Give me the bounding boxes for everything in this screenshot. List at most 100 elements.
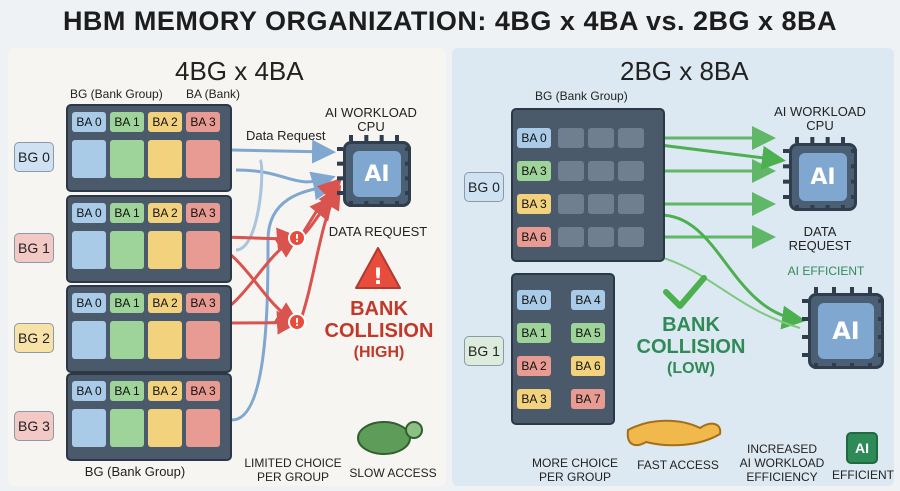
left-bank-cell [110, 409, 144, 447]
right-cpu-label: CPU [806, 118, 834, 133]
green-request-arrow [659, 143, 786, 170]
chip-pin [851, 179, 857, 184]
warning-icon-mark: ! [373, 265, 383, 290]
chip-pin [878, 299, 884, 303]
chip-pin [364, 201, 369, 207]
left-bank-cell [186, 321, 220, 359]
right-g0-cell [558, 194, 584, 214]
fast-access-label: FAST ACCESS [637, 458, 719, 472]
chip-pin [810, 137, 815, 143]
left-bank-cell [186, 140, 220, 178]
left-bank-cell [148, 409, 182, 447]
chip-pin [841, 205, 845, 211]
chip-pin [783, 179, 789, 184]
chip-pin [783, 164, 789, 169]
right-g1-bank-left: BA 0 [517, 290, 551, 310]
chip-pin [783, 195, 789, 199]
left-bank-cell [110, 231, 144, 269]
slow-access-label: SLOW ACCESS [349, 466, 437, 480]
bank-collision-low-label: BANK [662, 314, 720, 336]
chip-pin [405, 191, 411, 195]
increased-label: INCREASED [746, 442, 817, 456]
bank-collision-high-label: BANK [350, 298, 408, 320]
right-g0-cell [558, 128, 584, 148]
right-g0-cell [588, 227, 614, 247]
left-bank-header: BA 3 [186, 293, 220, 313]
chip-pin [802, 317, 808, 321]
left-heading: 4BG x 4BA [175, 56, 304, 86]
right-g1-bank-right: BA 6 [571, 356, 605, 376]
right-g0-cell [618, 227, 644, 247]
left-bank-cell [72, 140, 106, 178]
collision-point [288, 229, 306, 247]
chip-pin [802, 353, 808, 357]
check-icon [663, 275, 707, 309]
right-heading: 2BG x 8BA [620, 56, 749, 86]
chip-pin [825, 137, 830, 143]
right-g0-cell [558, 161, 584, 181]
right-ai-chip-2: AI [808, 293, 884, 369]
left-cpu-label: CPU [357, 119, 385, 134]
chip-pin [814, 363, 818, 369]
collision-level-high: (HIGH) [353, 344, 405, 361]
right-ai-chip: AI [789, 143, 857, 211]
left-bank-cell [148, 140, 182, 178]
left-bank-header: BA 0 [72, 203, 106, 223]
right-g0-bank: BA 0 [517, 128, 551, 148]
right-g0-cell [618, 128, 644, 148]
chip-pin [841, 137, 845, 143]
left-bg-label-3: BG 3 [14, 411, 54, 441]
more-choice-label: MORE CHOICE [531, 456, 618, 470]
chip-pin [878, 317, 884, 321]
right-g1-bank-left: BA 2 [517, 356, 551, 376]
page-title: HBM MEMORY ORGANIZATION: 4BG x 4BA vs. 2… [62, 6, 838, 36]
chip-pin [810, 205, 815, 211]
right-bg-legend: BG (Bank Group) [535, 89, 628, 103]
green-request-arrow [659, 213, 806, 330]
chip-pin [337, 176, 343, 181]
data-request-arrow [231, 176, 338, 422]
left-bank-cell [72, 321, 106, 359]
right-request-label: REQUEST [788, 238, 852, 253]
left-ai-chip-label: AI [353, 151, 401, 197]
left-bank-cell [148, 231, 182, 269]
collision-point-mark: ! [294, 316, 299, 329]
efficient-label: EFFICIENT [832, 468, 894, 482]
left-bank-header: BA 2 [148, 203, 182, 223]
left-bank-header: BA 1 [110, 293, 144, 313]
left-bank-header: BA 2 [148, 112, 182, 132]
left-bank-cell [186, 231, 220, 269]
chip-pin [814, 287, 818, 293]
left-bank-header: BA 1 [110, 203, 144, 223]
right-data-label: DATA [803, 224, 837, 239]
chip-pin [868, 287, 872, 293]
collision-word-right: COLLISION [636, 336, 746, 358]
right-g1-bank-left: BA 1 [517, 323, 551, 343]
chip-pin [795, 205, 799, 211]
left-bank-header: BA 0 [72, 293, 106, 313]
ai-efficient-badge: AI [846, 432, 878, 464]
chip-pin [379, 201, 384, 207]
left-bank-header: BA 2 [148, 381, 182, 401]
efficiency-label: EFFICIENCY [746, 470, 818, 484]
right-g0-cell [588, 161, 614, 181]
chip-pin [802, 335, 808, 339]
cheetah-icon [626, 419, 722, 447]
right-g0-bank: BA 3 [517, 194, 551, 214]
right-g1-bank-left: BA 3 [517, 389, 551, 409]
collision-point [288, 313, 306, 331]
right-ai-chip-2-label: AI [818, 303, 874, 359]
left-bank-header: BA 0 [72, 381, 106, 401]
chip-pin [405, 176, 411, 181]
chip-pin [349, 201, 353, 207]
left-bank-cell [110, 321, 144, 359]
ai-efficient-label: AI EFFICIENT [787, 264, 865, 278]
chip-pin [878, 335, 884, 339]
chip-pin [349, 135, 353, 141]
right-bg0-label: BG 0 [464, 172, 504, 202]
right-g0-bank: BA 3 [517, 161, 551, 181]
chip-pin [878, 353, 884, 357]
left-bank-header: BA 0 [72, 112, 106, 132]
chip-pin [851, 164, 857, 169]
left-bank-header: BA 1 [110, 112, 144, 132]
